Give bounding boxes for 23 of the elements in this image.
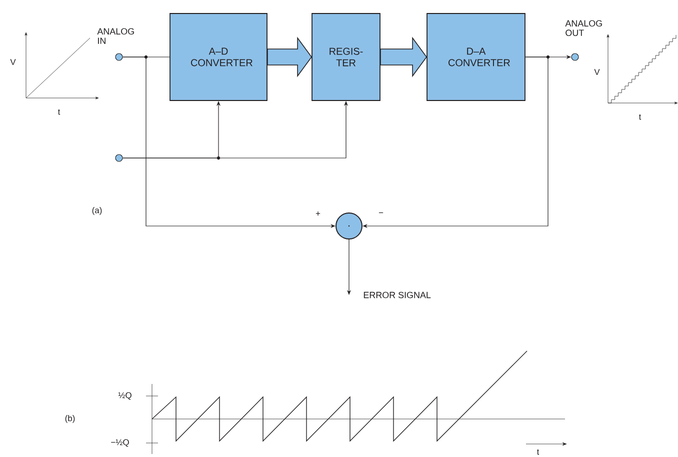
panel-label: (b) — [65, 415, 75, 423]
tick-label: −½Q — [111, 439, 129, 447]
input-terminal — [115, 154, 123, 162]
axis-label: V — [594, 69, 600, 75]
output-terminal — [571, 53, 579, 61]
sign-label: − — [378, 212, 384, 214]
axis-label: t — [536, 449, 540, 455]
block-arrow — [267, 36, 312, 78]
tick-label: ½Q — [118, 392, 132, 400]
converter-box: A–D CONVERTER — [170, 13, 268, 101]
panel-label: (a) — [92, 207, 102, 215]
axis-label: V — [10, 59, 16, 65]
axis-label: t — [638, 114, 642, 120]
comparator-circle — [336, 212, 362, 240]
sign-label: + — [316, 212, 320, 216]
converter-box: D–A CONVERTER — [426, 13, 526, 101]
terminal-label: ANALOG IN — [97, 28, 134, 44]
terminal-label: ANALOG OUT — [565, 20, 602, 36]
axis-label: t — [58, 109, 60, 115]
block-arrow — [380, 36, 428, 78]
register-box: REGIS- TER — [312, 13, 380, 101]
input-terminal — [115, 53, 123, 61]
error-signal-label: ERROR SIGNAL — [364, 292, 431, 298]
